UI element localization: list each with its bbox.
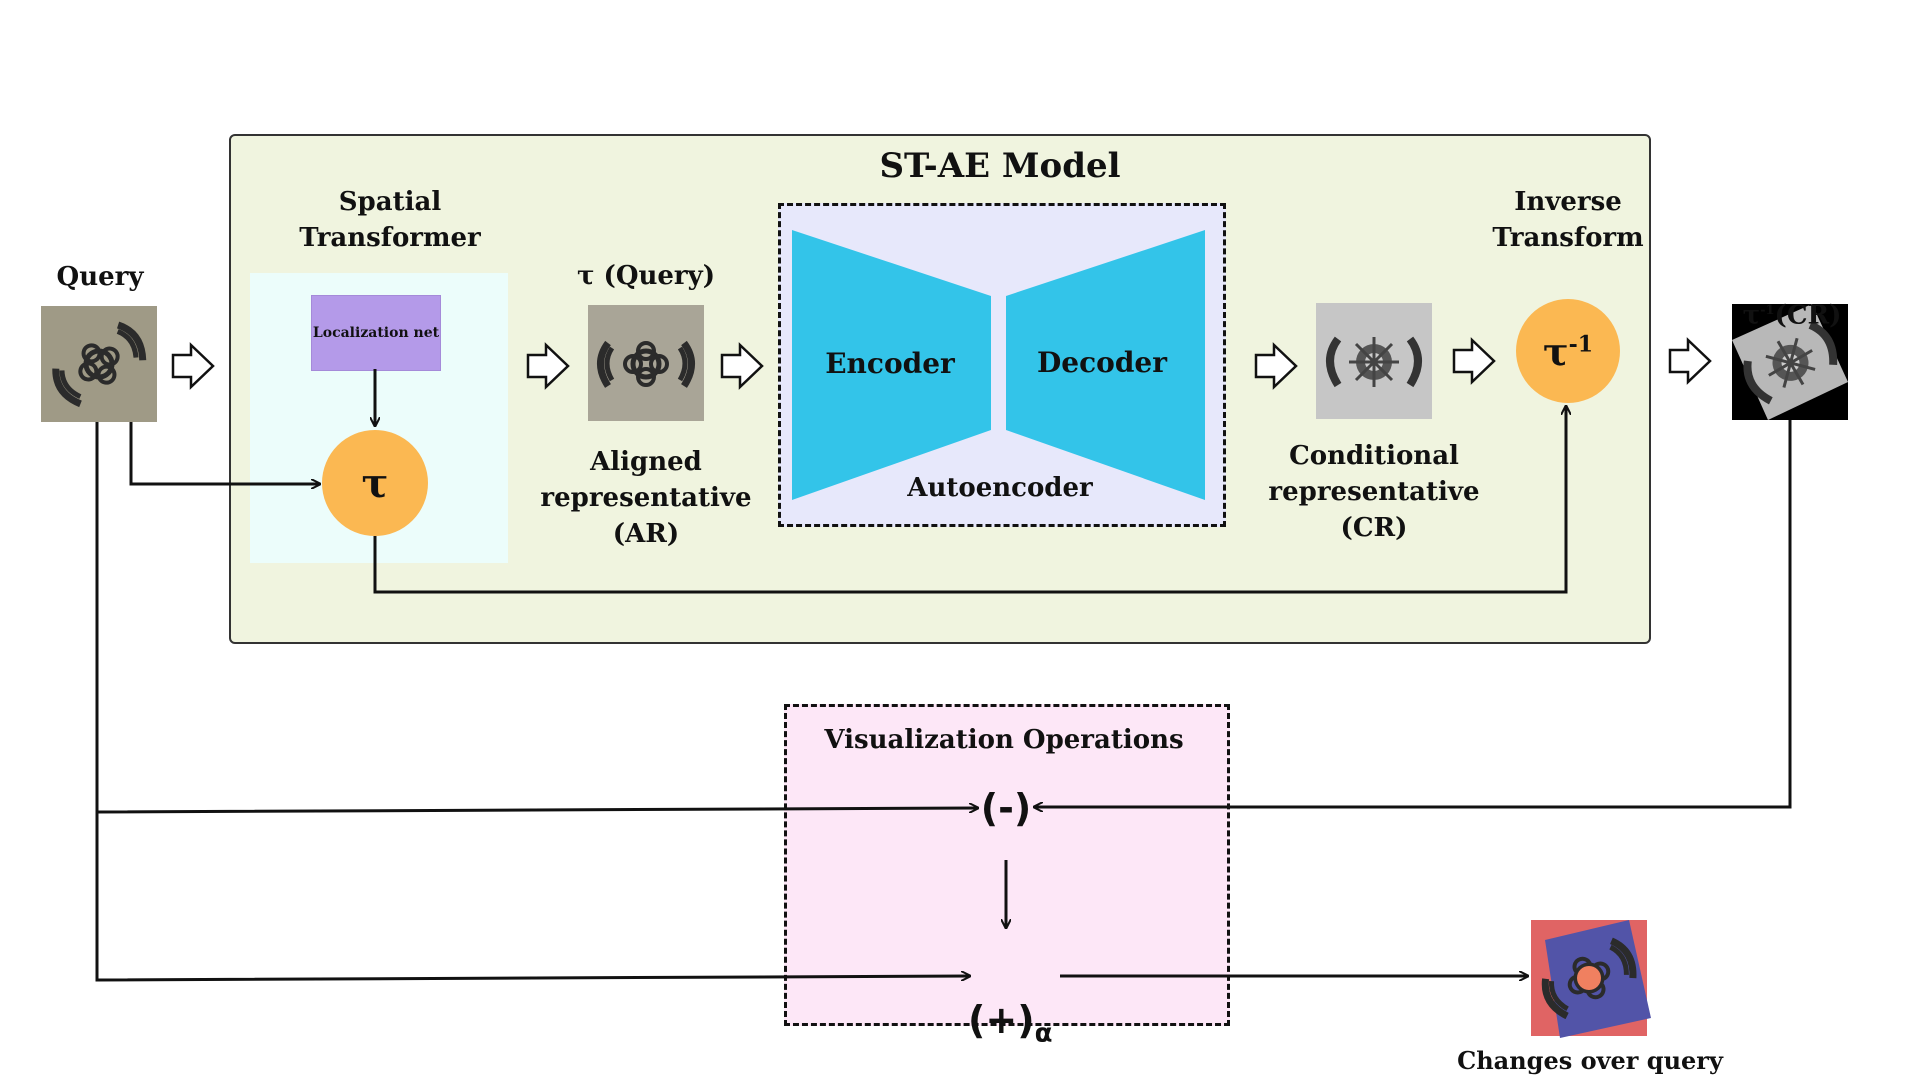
encoder-shape (792, 230, 991, 500)
localization-net-box[interactable]: Localization net (311, 295, 441, 371)
aligned-image (588, 305, 704, 421)
model-title: ST-AE Model (879, 146, 1121, 186)
conditional-image (1316, 303, 1432, 419)
decoder-label: Decoder (1037, 346, 1167, 379)
output-image (1732, 304, 1848, 420)
inverse-tau-symbol: τ-1 (1542, 328, 1594, 374)
tau-to-inverse-arrow (373, 406, 1566, 594)
plus-operation[interactable]: (+)α (968, 998, 1053, 1049)
visualization-title: Visualization Operations (824, 725, 1184, 755)
query-to-plus-arrow (95, 812, 970, 982)
minus-operation[interactable]: (-) (980, 786, 1032, 830)
changes-caption: Changes over query (1457, 1046, 1723, 1075)
inverse-tau-circle[interactable]: τ-1 (1516, 299, 1620, 403)
conditional-caption: Conditional representative (CR) (1268, 441, 1480, 543)
inverse-transform-title: Inverse Transform (1492, 187, 1644, 253)
tau-circle[interactable]: τ (322, 430, 428, 536)
decoder-shape (1006, 230, 1205, 500)
aligned-top-label: τ (Query) (576, 261, 716, 291)
spatial-transformer-title: Spatial Transformer (299, 187, 481, 253)
tau-symbol: τ (361, 459, 389, 507)
query-image (41, 306, 157, 422)
autoencoder-label: Autoencoder (907, 473, 1093, 503)
output-to-minus-arrow (1034, 420, 1792, 807)
aligned-caption: Aligned representative (AR) (540, 447, 752, 549)
localization-net-label: Localization net (312, 325, 440, 341)
encoder-label: Encoder (825, 347, 955, 380)
query-to-tau-arrow (129, 422, 320, 484)
block-arrows (171, 337, 1712, 390)
query-label: Query (56, 262, 144, 292)
output-label: τ-1(CR) (1742, 300, 1842, 331)
changes-image (1531, 920, 1651, 1038)
